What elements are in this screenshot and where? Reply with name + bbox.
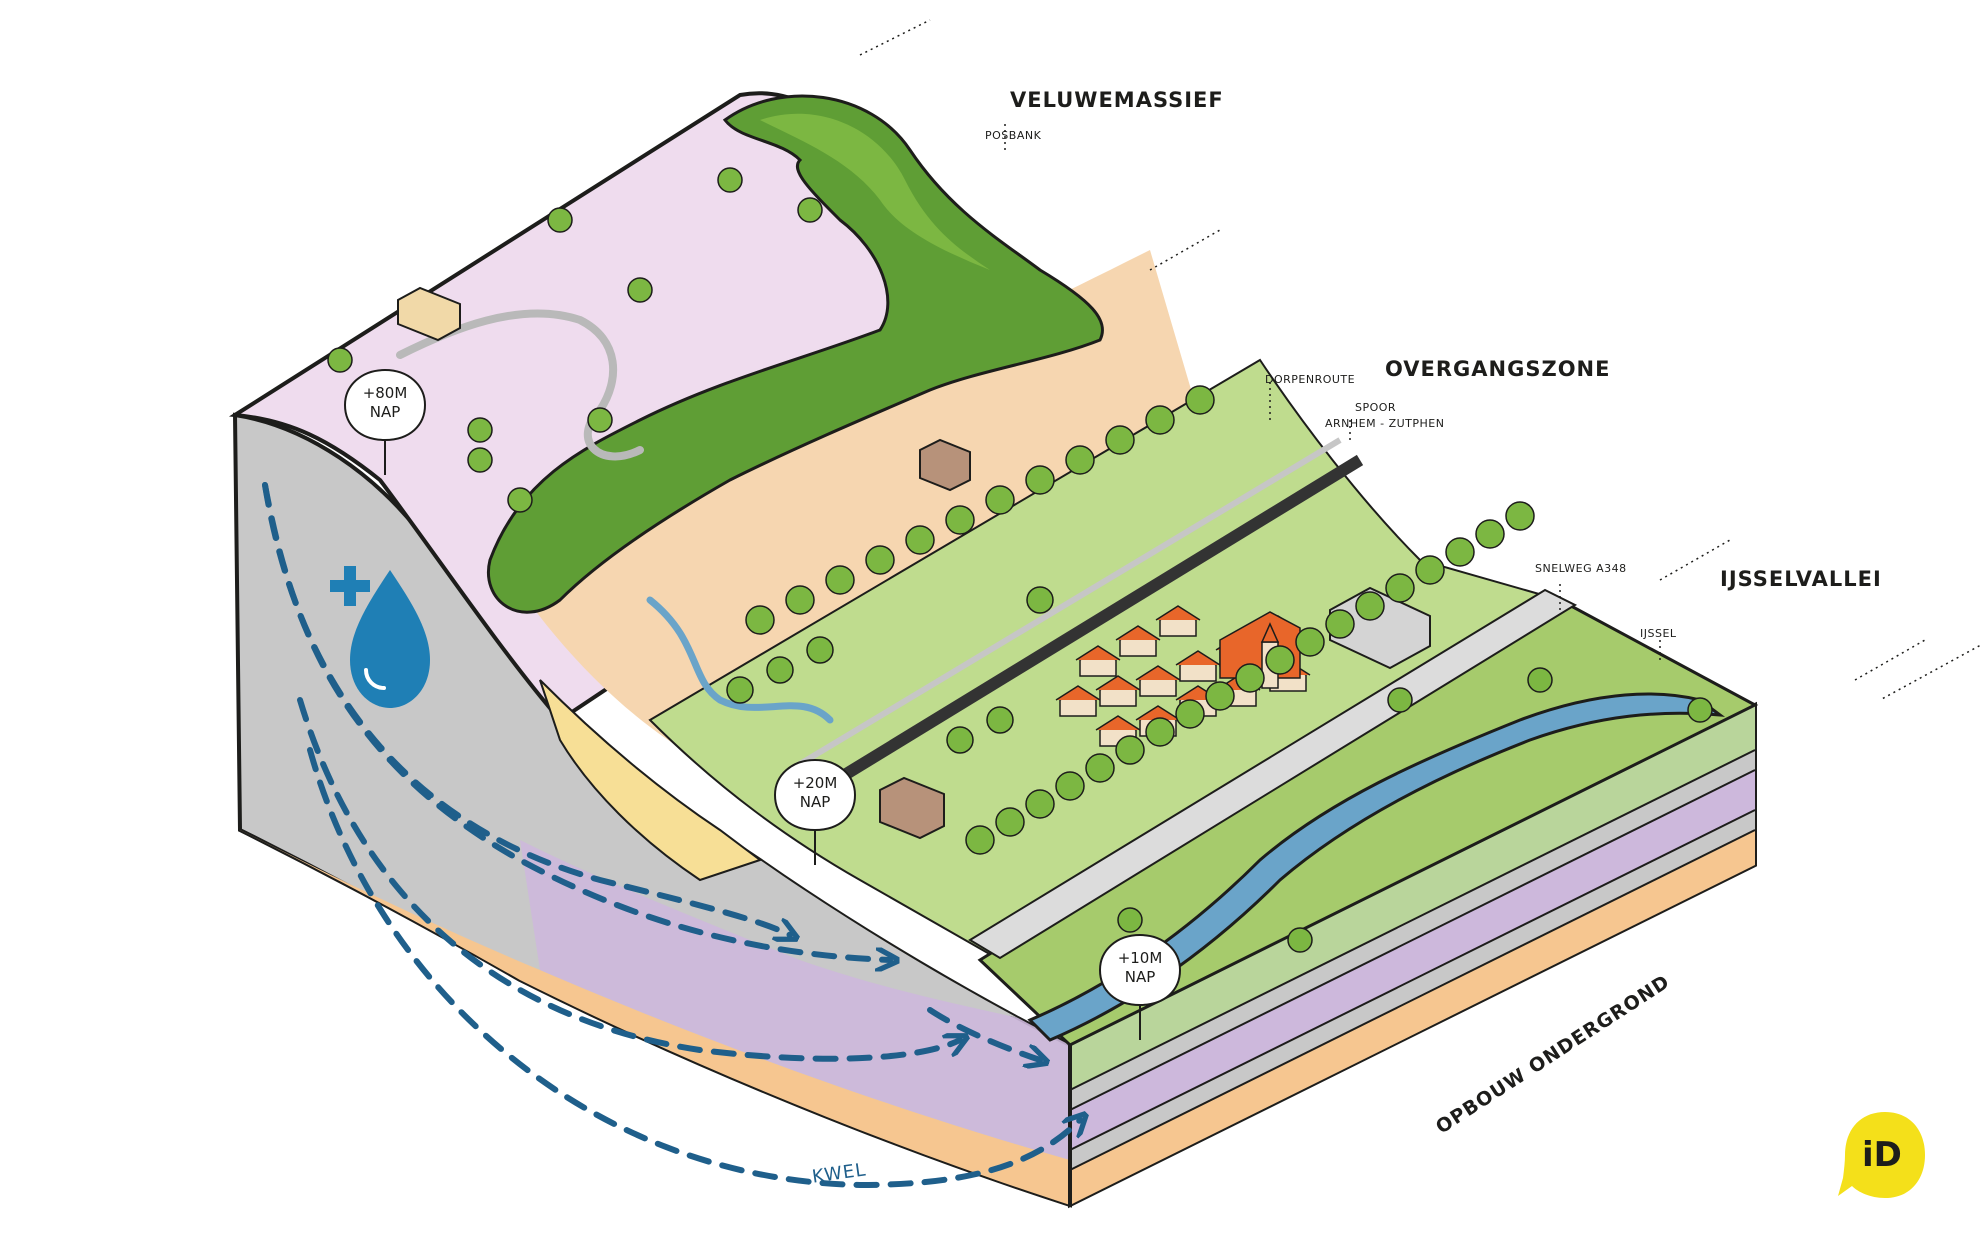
pin-10m-height: +10M <box>1117 949 1163 967</box>
label-arnhem-zutphen: ARNHEM - ZUTPHEN <box>1325 417 1445 430</box>
label-veluwemassief: VELUWEMASSIEF <box>1010 88 1224 112</box>
label-posbank: POSBANK <box>985 129 1042 142</box>
layer-grey-right <box>1070 750 1755 1110</box>
village-road <box>788 437 1342 773</box>
forest-ridge <box>487 94 1104 614</box>
dike-highway <box>968 588 1578 960</box>
water-drop-plus-icon <box>330 566 430 708</box>
label-ijssel: IJSSEL <box>1640 627 1677 640</box>
label-overgangszone: OVERGANGSZONE <box>1385 357 1611 381</box>
pin-10m <box>1098 933 1182 1040</box>
pin-20m-nap: NAP <box>799 793 831 811</box>
layer-purple-right <box>1070 770 1755 1150</box>
label-snelweg: SNELWEG A348 <box>1535 562 1627 575</box>
pin-80m-nap: NAP <box>369 403 401 421</box>
transition-house <box>919 438 971 492</box>
castle <box>879 776 945 840</box>
id-logo-text: iD <box>1862 1135 1902 1175</box>
pin-80m-height: +80M <box>362 384 408 402</box>
kwel-arrows <box>262 482 1080 1189</box>
railway <box>816 454 1364 796</box>
industrial-hall <box>1329 586 1431 670</box>
pin-10m-text: +10M NAP <box>1108 949 1172 987</box>
layer-grey2-right <box>1070 810 1755 1170</box>
pin-10m-nap: NAP <box>1124 968 1156 986</box>
ijssel-river <box>1027 692 1726 1042</box>
brook <box>646 596 834 724</box>
label-dorpenroute: DORPENROUTE <box>1265 373 1356 386</box>
sand-foot <box>539 679 763 882</box>
pin-80m <box>343 368 427 475</box>
pin-20m-text: +20M NAP <box>783 774 847 812</box>
pin-80m-text: +80M NAP <box>353 384 417 422</box>
label-spoor: SPOOR <box>1355 401 1397 414</box>
slope-soil <box>520 250 1200 760</box>
heath-path <box>396 309 644 461</box>
layer-orange-right <box>1070 830 1755 1205</box>
tree-rows <box>327 167 1713 953</box>
right-side-face <box>1068 701 1757 1209</box>
layer-green-right <box>1070 705 1755 1090</box>
leader-lines <box>859 19 1980 701</box>
buildings <box>397 286 1431 840</box>
forest-highlight <box>760 113 990 270</box>
id-logo <box>1838 1112 1925 1198</box>
label-ijsselvallei: IJSSELVALLEI <box>1720 567 1882 591</box>
pin-20m <box>773 758 857 865</box>
pin-20m-height: +20M <box>792 774 838 792</box>
heath-house <box>397 286 461 342</box>
